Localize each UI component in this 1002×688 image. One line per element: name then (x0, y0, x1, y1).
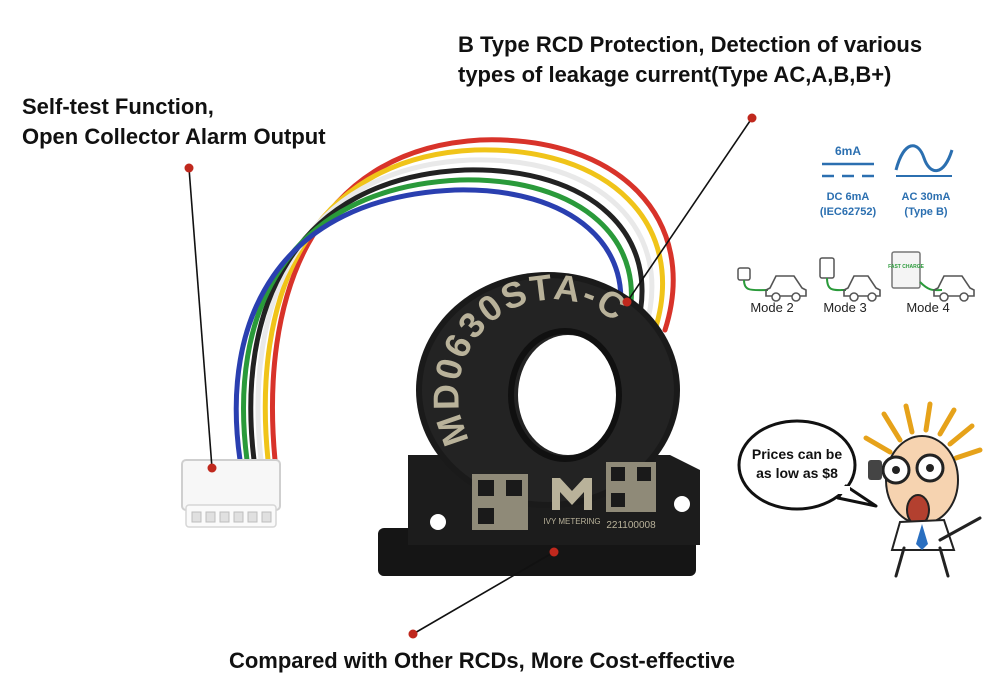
callout-b-type-line-1: B Type RCD Protection, Detection of vari… (458, 32, 923, 57)
charger-label: FAST CHARGE (888, 264, 925, 270)
dc-symbol-icon (822, 162, 874, 178)
callout-self-test: Self-test Function, Open Collector Alarm… (22, 92, 442, 152)
wire-blue (233, 187, 624, 463)
dc-symbol-value: 6mA (835, 144, 861, 158)
serial-engraving: 221100008 (606, 520, 656, 531)
price-bubble-text: Prices can be as low as $8 (742, 445, 852, 483)
callout-cost-effective: Compared with Other RCDs, More Cost-effe… (228, 648, 736, 673)
wire-yellow (262, 147, 666, 463)
mode-2-label: Mode 2 (750, 300, 794, 315)
ac-spec-type: (Type B) (904, 206, 948, 218)
price-bubble-line-1: Prices can be (751, 446, 843, 462)
mode-4-icon: FAST CHARGE (888, 251, 975, 302)
wire-black (248, 167, 645, 463)
surprised-character-illustration (863, 401, 983, 578)
price-bubble-line-2: as low as $8 (756, 465, 838, 481)
callout-self-test-line-1: Self-test Function, (22, 94, 214, 119)
brand-engraving: IVY METERING (543, 517, 600, 526)
callout-pointers (188, 117, 753, 635)
speech-bubble (737, 419, 878, 511)
ac-spec-value: AC 30mA (901, 191, 951, 203)
dc-spec-label: DC 6mA (IEC62752) (808, 190, 888, 220)
wire-white-1 (255, 157, 655, 463)
ac-spec-label: AC 30mA (Type B) (886, 190, 966, 220)
rcd-sensor: MD0630STA-C IVY METERING 221100008 (378, 266, 700, 576)
callout-dots (184, 113, 757, 639)
mode-3-label: Mode 3 (823, 300, 867, 315)
wire-harness (233, 137, 676, 463)
wire-red (270, 137, 676, 463)
wire-green (241, 177, 634, 463)
dc-spec-standard: (IEC62752) (819, 206, 877, 218)
callout-b-type-line-2: types of leakage current(Type AC,A,B,B+) (458, 62, 892, 87)
connector (181, 459, 281, 528)
mode-2-icon (737, 267, 807, 302)
callout-b-type: B Type RCD Protection, Detection of vari… (458, 30, 998, 90)
dc-spec-value: DC 6mA (826, 191, 870, 203)
mode-4-label: Mode 4 (906, 300, 950, 315)
ac-wave-icon (894, 144, 954, 177)
callout-self-test-line-2: Open Collector Alarm Output (22, 124, 326, 149)
mode-3-icon (819, 257, 881, 302)
